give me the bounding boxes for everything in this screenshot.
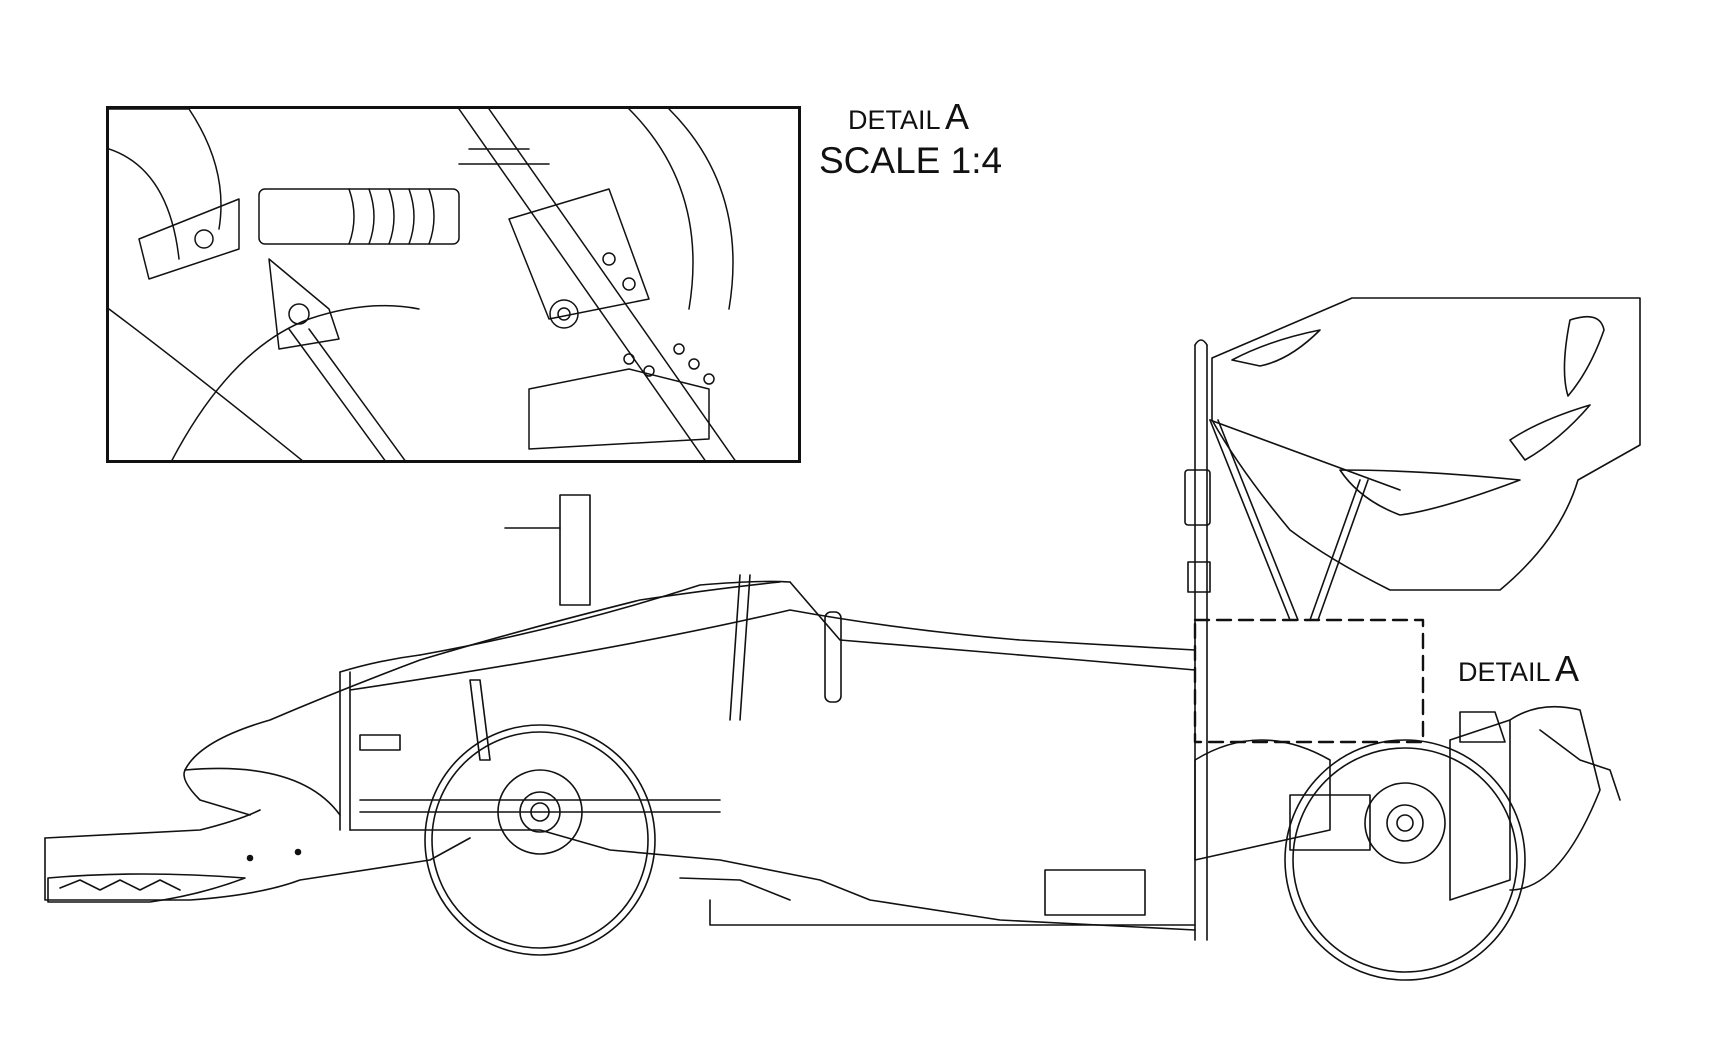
detail-a-callout-box [1193, 618, 1425, 744]
front-vent [47, 848, 302, 903]
detail-a-drawing [109, 109, 736, 460]
detail-a-callout-letter: A [1554, 648, 1579, 689]
rear-engine [1044, 705, 1621, 916]
front-wheel [424, 724, 656, 956]
detail-a-inset [106, 106, 801, 463]
detail-a-heading: DETAIL A [848, 96, 969, 138]
rear-aero-cover [1211, 297, 1641, 591]
detail-a-heading-letter: A [944, 96, 969, 137]
detail-a-callout-label: DETAIL A [1458, 648, 1579, 690]
roll-hoop [1184, 339, 1401, 941]
scale-label: SCALE 1:4 [819, 140, 1003, 181]
rear-wheel [1284, 739, 1526, 981]
detail-a-callout-word: DETAIL [1458, 657, 1551, 687]
front-suspension [359, 494, 842, 813]
detail-a-heading-word: DETAIL [848, 105, 941, 135]
chassis-body [44, 580, 1196, 931]
